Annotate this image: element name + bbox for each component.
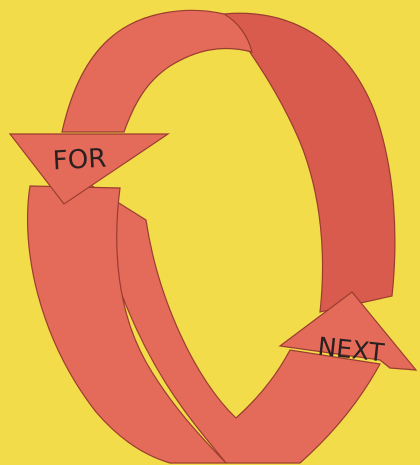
for-label: FOR — [52, 144, 107, 177]
